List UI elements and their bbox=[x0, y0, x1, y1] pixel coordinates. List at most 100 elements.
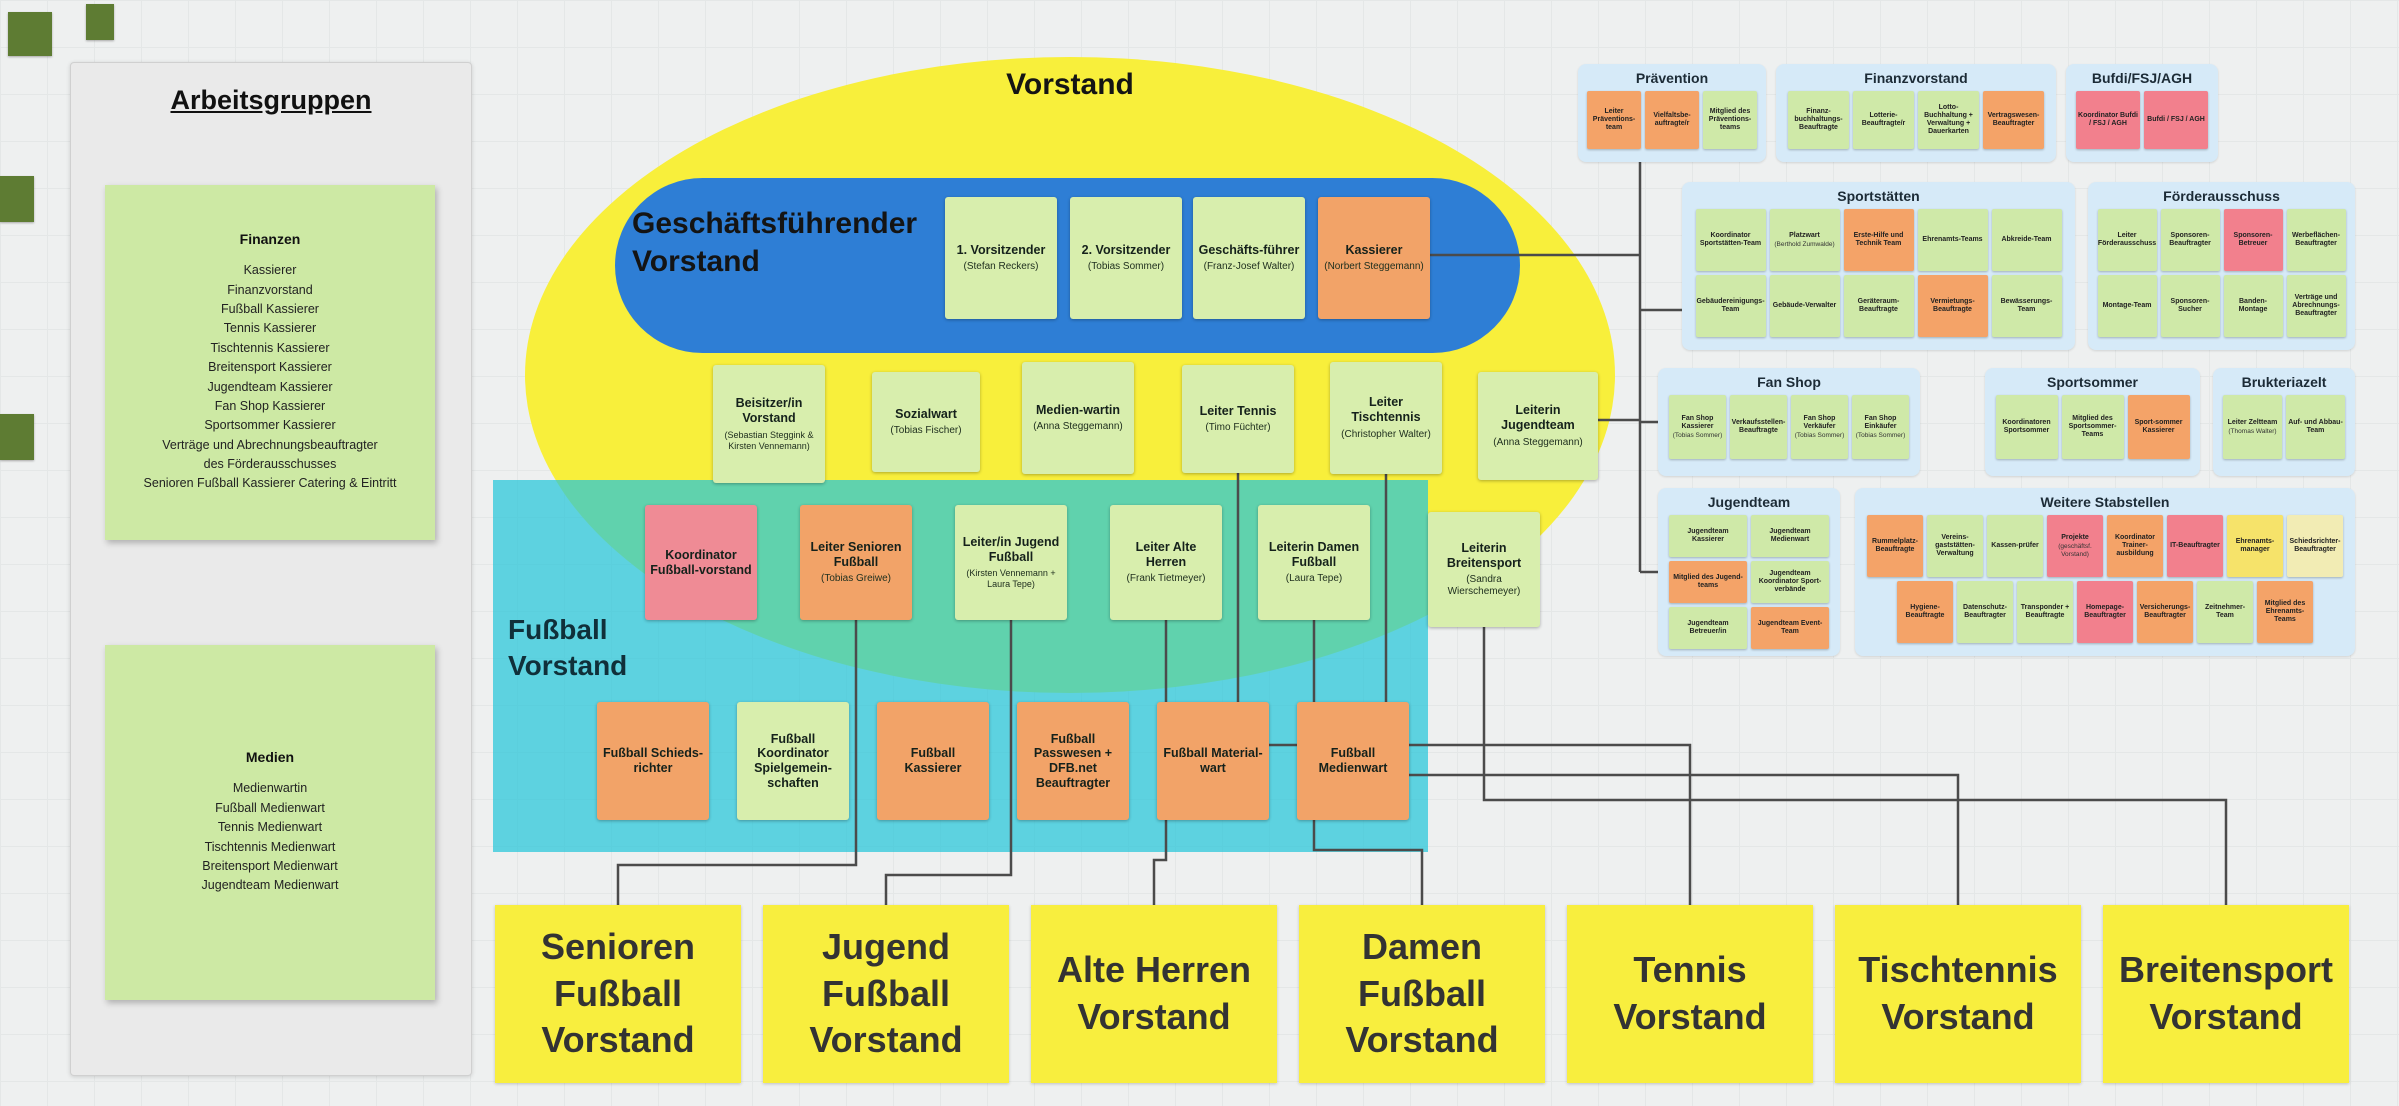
sticky-note[interactable]: Fan Shop Kassierer(Tobias Sommer) bbox=[1669, 395, 1726, 459]
edge-sticky-note[interactable] bbox=[0, 176, 34, 222]
sticky-note[interactable]: Koordinator Trainer-ausbildung bbox=[2107, 515, 2163, 577]
sticky-note[interactable]: Ehrenamts-manager bbox=[2227, 515, 2283, 577]
panel-sportsommer[interactable]: Sportsommer Koordinatoren Sportsommer Mi… bbox=[1985, 368, 2200, 476]
sticky-note[interactable]: Auf- und Abbau-Team bbox=[2286, 395, 2345, 459]
sticky-note[interactable]: Finanz-buchhaltungs-Beauftragte bbox=[1788, 91, 1849, 149]
sticky-note[interactable]: Projekte(geschäftsf. Vorstand) bbox=[2047, 515, 2103, 577]
sticky-note[interactable]: Fan Shop Einkäufer(Tobias Sommer) bbox=[1852, 395, 1909, 459]
sticky-note[interactable]: Leiter Zeltteam(Thomas Walter) bbox=[2223, 395, 2282, 459]
card-leiter-tischtennis[interactable]: Leiter Tischtennis (Christopher Walter) bbox=[1330, 362, 1442, 474]
sticky-note[interactable]: Vertragswesen-Beauftragter bbox=[1983, 91, 2044, 149]
card-1-vorsitzender[interactable]: 1. Vorsitzender (Stefan Reckers) bbox=[945, 197, 1057, 319]
card-leiterin-damen-fussball[interactable]: Leiterin Damen Fußball (Laura Tepe) bbox=[1258, 505, 1370, 620]
sticky-note[interactable]: Jugendteam Event-Team bbox=[1751, 607, 1829, 649]
panel-foerderausschuss[interactable]: Förderausschuss Leiter Förderausschuss S… bbox=[2088, 182, 2355, 350]
box-jugend-fussball-vorstand[interactable]: Jugend Fußball Vorstand bbox=[763, 905, 1009, 1083]
card-koordinator-fussballvorstand[interactable]: Koordinator Fußball-vorstand bbox=[645, 505, 757, 620]
sticky-note[interactable]: Ehrenamts-Teams bbox=[1917, 209, 1988, 271]
card-medienwartin[interactable]: Medien-wartin (Anna Steggemann) bbox=[1022, 362, 1134, 474]
panel-finanzvorstand[interactable]: Finanzvorstand Finanz-buchhaltungs-Beauf… bbox=[1776, 64, 2056, 162]
box-senioren-fussball-vorstand[interactable]: Senioren Fußball Vorstand bbox=[495, 905, 741, 1083]
card-fussball-passwesen[interactable]: Fußball Passwesen + DFB.net Beauftragter bbox=[1017, 702, 1129, 820]
sticky-note[interactable]: Leiter Förderausschuss bbox=[2097, 209, 2157, 271]
sticky-note[interactable]: Kassen-prüfer bbox=[1987, 515, 2043, 577]
card-leiterin-breitensport[interactable]: Leiterin Breitensport (Sandra Wierscheme… bbox=[1428, 512, 1540, 627]
sticky-note[interactable]: Jugendteam Betreuer/in bbox=[1669, 607, 1747, 649]
sticky-note[interactable]: Lotterie-Beauftragte/r bbox=[1853, 91, 1914, 149]
card-leiter-alte-herren[interactable]: Leiter Alte Herren (Frank Tietmeyer) bbox=[1110, 505, 1222, 620]
sticky-note[interactable]: Transponder + Beauftragte bbox=[2017, 581, 2073, 643]
card-sozialwart[interactable]: Sozialwart (Tobias Fischer) bbox=[872, 372, 980, 472]
box-tennis-vorstand[interactable]: Tennis Vorstand bbox=[1567, 905, 1813, 1083]
sticky-note[interactable]: Vereins-gaststätten-Verwaltung bbox=[1927, 515, 1983, 577]
sticky-note[interactable]: Sponsoren-Sucher bbox=[2160, 275, 2220, 337]
sticky-note[interactable]: Erste-Hilfe und Technik Team bbox=[1843, 209, 1914, 271]
sticky-note[interactable]: Schiedsrichter-Beauftragter bbox=[2287, 515, 2343, 577]
sticky-note[interactable]: Werbeflächen-Beauftragter bbox=[2286, 209, 2346, 271]
card-geschaeftsfuehrer[interactable]: Geschäfts-führer (Franz-Josef Walter) bbox=[1193, 197, 1305, 319]
sticky-note[interactable]: Jugendteam Koordinator Sport-verbände bbox=[1751, 561, 1829, 603]
sticky-note[interactable]: Verkaufsstellen-Beauftragte bbox=[1730, 395, 1787, 459]
sticky-note[interactable]: Geräteraum-Beauftragte bbox=[1843, 275, 1914, 337]
sticky-note[interactable]: Datenschutz-Beauftragter bbox=[1957, 581, 2013, 643]
sticky-note[interactable]: Koordinatoren Sportsommer bbox=[1995, 395, 2058, 459]
panel-jugendteam[interactable]: Jugendteam Jugendteam Kassierer Jugendte… bbox=[1658, 488, 1840, 656]
medien-sticky-note[interactable]: Medien Medienwartin Fußball Medienwart T… bbox=[105, 645, 435, 1000]
card-fussball-koordinator-spielgemeinschaften[interactable]: Fußball Koordinator Spielgemein-schaften bbox=[737, 702, 849, 820]
panel-brukteriazelt[interactable]: Brukteriazelt Leiter Zeltteam(Thomas Wal… bbox=[2213, 368, 2355, 476]
sticky-note[interactable]: Gebäudereinigungs-Team bbox=[1695, 275, 1766, 337]
box-tischtennis-vorstand[interactable]: Tischtennis Vorstand bbox=[1835, 905, 2081, 1083]
card-leiterin-jugendteam[interactable]: Leiterin Jugendteam (Anna Steggemann) bbox=[1478, 372, 1598, 480]
card-fussball-kassierer[interactable]: Fußball Kassierer bbox=[877, 702, 989, 820]
sticky-note[interactable]: Sponsoren-Betreuer bbox=[2223, 209, 2283, 271]
sticky-note[interactable]: Mitglied des Jugend-teams bbox=[1669, 561, 1747, 603]
card-fussball-materialwart[interactable]: Fußball Material-wart bbox=[1157, 702, 1269, 820]
sticky-note[interactable]: Vermietungs-Beauftragte bbox=[1917, 275, 1988, 337]
box-breitensport-vorstand[interactable]: Breitensport Vorstand bbox=[2103, 905, 2349, 1083]
finanzen-sticky-note[interactable]: Finanzen Kassierer Finanzvorstand Fußbal… bbox=[105, 185, 435, 540]
sticky-note[interactable]: Abkreide-Team bbox=[1991, 209, 2062, 271]
sticky-note[interactable]: Fan Shop Verkäufer(Tobias Sommer) bbox=[1791, 395, 1848, 459]
sticky-note[interactable]: Rummelplatz-Beauftragte bbox=[1867, 515, 1923, 577]
card-beisitzer[interactable]: Beisitzer/in Vorstand (Sebastian Steggin… bbox=[713, 365, 825, 483]
sticky-note[interactable]: Montage-Team bbox=[2097, 275, 2157, 337]
sticky-note[interactable]: Bufdi / FSJ / AGH bbox=[2144, 91, 2208, 149]
sticky-note[interactable]: Gebäude-Verwalter bbox=[1769, 275, 1840, 337]
box-alte-herren-vorstand[interactable]: Alte Herren Vorstand bbox=[1031, 905, 1277, 1083]
card-2-vorsitzender[interactable]: 2. Vorsitzender (Tobias Sommer) bbox=[1070, 197, 1182, 319]
sticky-note[interactable]: Mitglied des Präventions-teams bbox=[1703, 91, 1757, 149]
sticky-note[interactable]: Mitglied des Ehrenamts-Teams bbox=[2257, 581, 2313, 643]
card-leiter-jugend-fussball[interactable]: Leiter/in Jugend Fußball (Kirsten Vennem… bbox=[955, 505, 1067, 620]
panel-fan-shop[interactable]: Fan Shop Fan Shop Kassierer(Tobias Somme… bbox=[1658, 368, 1920, 476]
sticky-note[interactable]: Lotto-Buchhaltung + Verwaltung + Dauerka… bbox=[1918, 91, 1979, 149]
sticky-note[interactable]: Versicherungs-Beauftragter bbox=[2137, 581, 2193, 643]
edge-sticky-note[interactable] bbox=[8, 12, 52, 56]
sticky-note[interactable]: Hygiene-Beauftragte bbox=[1897, 581, 1953, 643]
card-leiter-tennis[interactable]: Leiter Tennis (Timo Füchter) bbox=[1182, 365, 1294, 473]
sticky-note[interactable]: IT-Beauftragter bbox=[2167, 515, 2223, 577]
panel-bufdi-fsj-agh[interactable]: Bufdi/FSJ/AGH Koordinator Bufdi / FSJ / … bbox=[2066, 64, 2218, 162]
sticky-note[interactable]: Homepage-Beauftragter bbox=[2077, 581, 2133, 643]
sticky-note[interactable]: Leiter Präventions-team bbox=[1587, 91, 1641, 149]
sticky-note[interactable]: Banden-Montage bbox=[2223, 275, 2283, 337]
edge-sticky-note[interactable] bbox=[0, 414, 34, 460]
sticky-note[interactable]: Zeitnehmer-Team bbox=[2197, 581, 2253, 643]
card-kassierer[interactable]: Kassierer (Norbert Steggemann) bbox=[1318, 197, 1430, 319]
edge-sticky-note[interactable] bbox=[86, 4, 114, 40]
sticky-note[interactable]: Verträge und Abrechnungs-Beauftragter bbox=[2286, 275, 2346, 337]
box-damen-fussball-vorstand[interactable]: Damen Fußball Vorstand bbox=[1299, 905, 1545, 1083]
sticky-note[interactable]: Jugendteam Medienwart bbox=[1751, 515, 1829, 557]
panel-praevention[interactable]: Prävention Leiter Präventions-team Vielf… bbox=[1578, 64, 1766, 162]
card-leiter-senioren-fussball[interactable]: Leiter Senioren Fußball (Tobias Greiwe) bbox=[800, 505, 912, 620]
sticky-note[interactable]: Koordinator Bufdi / FSJ / AGH bbox=[2076, 91, 2140, 149]
card-fussball-schiedsrichter[interactable]: Fußball Schieds-richter bbox=[597, 702, 709, 820]
sticky-note[interactable]: Platzwart(Berthold Zumwalde) bbox=[1769, 209, 1840, 271]
sticky-note[interactable]: Sponsoren-Beauftragter bbox=[2160, 209, 2220, 271]
panel-sportstaetten[interactable]: Sportstätten Koordinator Sportstätten-Te… bbox=[1682, 182, 2075, 350]
sticky-note[interactable]: Koordinator Sportstätten-Team bbox=[1695, 209, 1766, 271]
sticky-note[interactable]: Sport-sommer Kassierer bbox=[2127, 395, 2190, 459]
sticky-note[interactable]: Mitglied des Sportsommer-Teams bbox=[2061, 395, 2124, 459]
sticky-note[interactable]: Jugendteam Kassierer bbox=[1669, 515, 1747, 557]
sticky-note[interactable]: Vielfaltsbe-auftragte/r bbox=[1645, 91, 1699, 149]
